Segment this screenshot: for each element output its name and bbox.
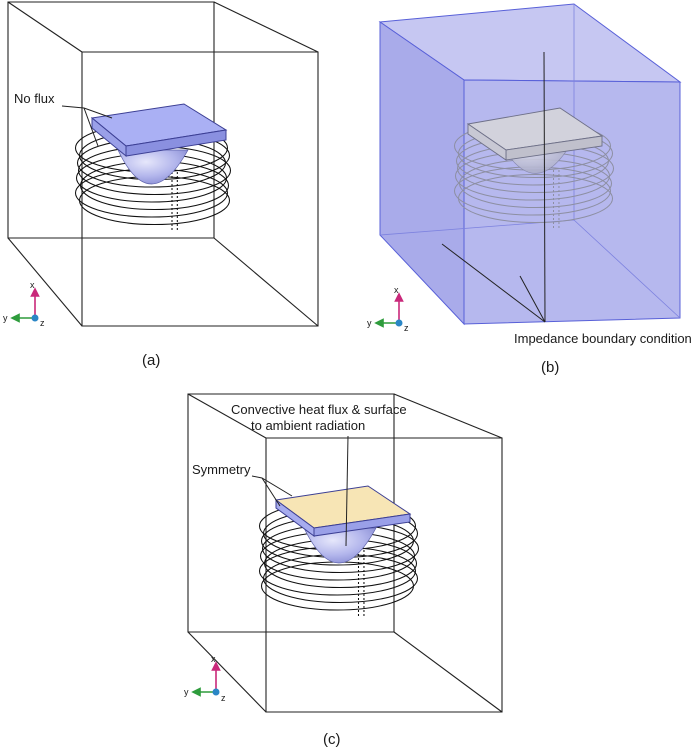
leader-lines (61, 105, 113, 147)
box-edge (7, 1, 83, 53)
impedance-label: Impedance boundary condition (514, 331, 692, 346)
panel-b: Impedance boundary condition x y z (b) (367, 3, 692, 376)
box-front-face (81, 51, 319, 327)
axis-triad: x y z (184, 654, 226, 703)
coil-turn (458, 174, 613, 223)
axis-y-label: y (367, 318, 372, 328)
plate-symmetry (274, 485, 412, 537)
workpiece-bowl (117, 149, 189, 185)
air-domain-wireframe (7, 1, 319, 327)
symmetry-label: Symmetry (192, 462, 251, 477)
axis-y-label: y (184, 687, 189, 697)
heat-flux-label-line2: to ambient radiation (251, 418, 365, 433)
axis-triad: x y z (367, 285, 409, 333)
leader-lines (251, 435, 349, 547)
box-edge (393, 631, 503, 713)
leader-lines (441, 51, 546, 323)
box-edge (213, 1, 319, 53)
axis-y-label: y (3, 313, 8, 323)
box-edge (187, 631, 267, 713)
plate-no-flux (90, 103, 228, 158)
box-edge (187, 393, 267, 439)
axis-z-label: z (404, 323, 409, 333)
panel-caption: (b) (541, 359, 559, 376)
workpiece-bowl (303, 527, 377, 564)
axis-z-label: z (40, 318, 45, 328)
panel-caption: (a) (142, 352, 160, 369)
panel-caption: (c) (323, 731, 341, 747)
no-flux-label: No flux (14, 91, 55, 106)
axis-x-label: x (394, 285, 399, 295)
axis-x-label: x (30, 280, 35, 290)
box-edge (393, 393, 503, 439)
box-edge (213, 237, 319, 327)
panel-c: Convective heat flux & surface to ambien… (184, 393, 503, 747)
axis-z-label: z (221, 693, 226, 703)
box-edge (7, 237, 83, 327)
plate-ghost (466, 107, 604, 161)
air-domain-wireframe (187, 393, 503, 713)
panel-a: No flux x y z (a) (3, 1, 319, 369)
heat-flux-label-line1: Convective heat flux & surface (231, 402, 407, 417)
axis-triad: x y z (3, 280, 45, 328)
axis-x-label: x (211, 654, 216, 664)
